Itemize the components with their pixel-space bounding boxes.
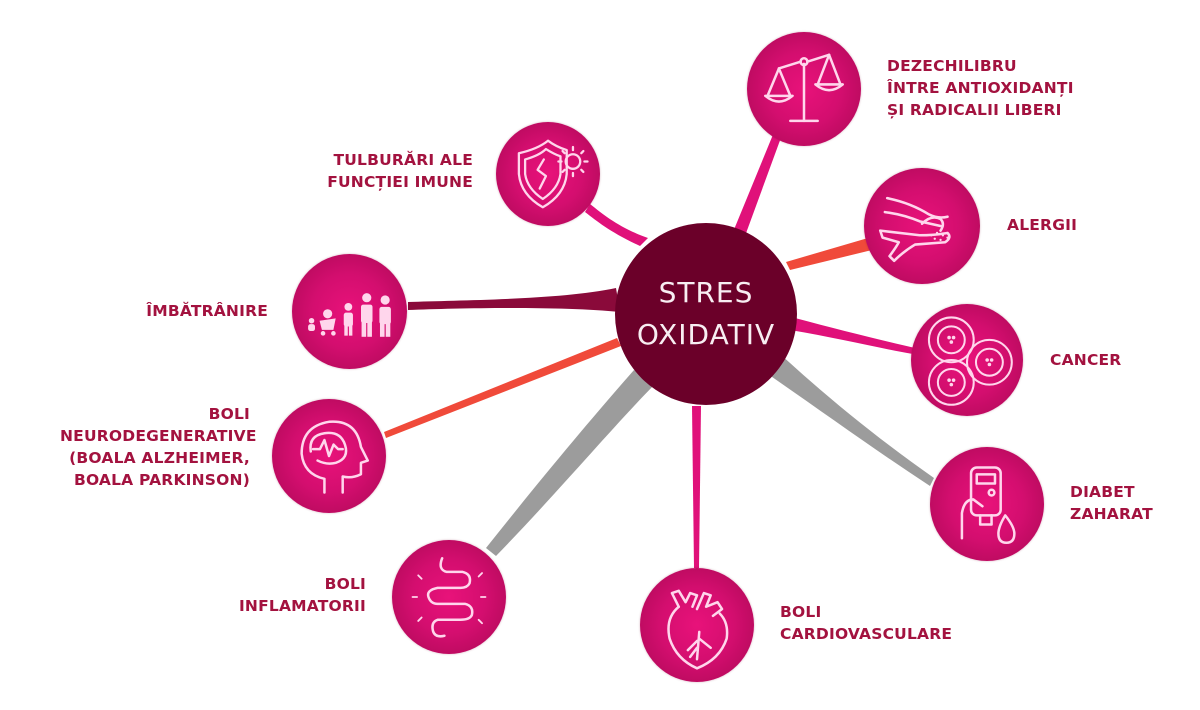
scales-icon <box>763 53 845 123</box>
node-cancer <box>911 304 1023 416</box>
connector-cardio <box>692 406 701 568</box>
connector-inflammatory <box>486 370 655 556</box>
connector-imbalance <box>733 120 786 236</box>
connector-neuro <box>384 338 621 438</box>
label-cancer: CANCER <box>1050 351 1122 369</box>
label-allergy: ALERGII <box>1007 216 1078 234</box>
node-cardiovascular <box>640 568 754 682</box>
connector-cancer <box>790 318 915 354</box>
node-diabetes <box>930 447 1044 561</box>
node-immune <box>496 122 600 226</box>
node-neurodegenerative <box>272 399 386 513</box>
label-diabetes: DIABET ZAHARAT <box>1070 483 1153 523</box>
aging-people-icon <box>308 293 391 337</box>
glucometer-drop-icon <box>960 466 1016 545</box>
node-imbalance <box>747 32 861 146</box>
label-inflammatory: BOLI INFLAMATORII <box>238 575 366 615</box>
connector-allergy <box>786 238 872 270</box>
label-immune: TULBURĂRI ALE FUNCȚIEI IMUNE <box>327 151 473 191</box>
node-allergy <box>864 168 980 284</box>
cracked-shield-virus-icon <box>517 139 589 209</box>
connector-aging <box>408 288 620 312</box>
label-neurodegenerative: BOLI NEURODEGENERATIVE (BOALA ALZHEIMER,… <box>60 405 257 489</box>
connector-diabetes <box>762 352 934 486</box>
label-aging: ÎMBĂTRÂNIRE <box>146 302 268 320</box>
label-cardiovascular: BOLI CARDIOVASCULARE <box>780 603 953 643</box>
node-aging <box>292 254 407 369</box>
center-title-line-1: STRES <box>658 276 754 309</box>
center-title-line-2: OXIDATIV <box>636 318 776 351</box>
label-imbalance: DEZECHILIBRU ÎNTRE ANTIOXIDANȚI ȘI RADIC… <box>887 57 1074 119</box>
itchy-hand-icon <box>878 196 951 263</box>
connector-immune <box>585 204 648 246</box>
heart-icon <box>667 589 729 670</box>
cancer-cells-icon <box>927 316 1013 406</box>
node-inflammatory <box>392 540 506 654</box>
intestine-icon <box>411 556 487 638</box>
brain-head-icon <box>300 420 370 494</box>
center-node-stres-oxidativ: STRES OXIDATIV <box>615 223 797 405</box>
